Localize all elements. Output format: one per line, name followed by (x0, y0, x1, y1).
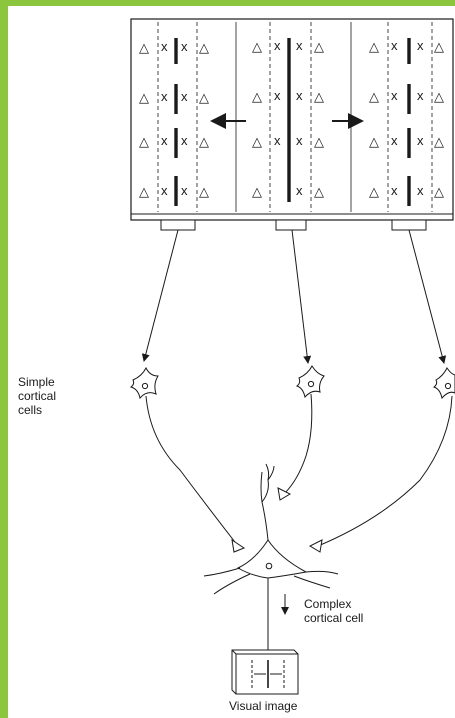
svg-text:x: x (161, 183, 168, 198)
simple-cells-label-line2: cortical (18, 389, 56, 403)
svg-text:△: △ (252, 90, 262, 105)
svg-text:△: △ (314, 135, 324, 150)
svg-text:x: x (391, 38, 398, 53)
svg-text:x: x (274, 133, 281, 148)
field-symbols-middle: △ x x △ △ x x △ △ x x △ △ x △ (252, 38, 324, 200)
simple-cell-middle (277, 364, 325, 501)
svg-text:△: △ (139, 91, 149, 106)
field-symbols-right: △ x x △ △ x x △ △ x x △ △ x x △ (369, 38, 444, 200)
svg-text:△: △ (199, 41, 209, 56)
svg-text:x: x (296, 183, 303, 198)
svg-text:△: △ (199, 135, 209, 150)
svg-text:△: △ (314, 90, 324, 105)
svg-text:△: △ (369, 135, 379, 150)
dashed-separators (157, 22, 433, 212)
complex-cell-label-line1: Complex (304, 597, 351, 611)
svg-text:△: △ (434, 135, 444, 150)
output-tab-middle (275, 219, 307, 231)
svg-text:x: x (417, 88, 424, 103)
svg-text:△: △ (434, 185, 444, 200)
svg-text:x: x (274, 38, 281, 53)
output-tab-left (160, 219, 196, 231)
simple-cells-label-line1: Simple (18, 375, 55, 389)
svg-text:△: △ (369, 90, 379, 105)
complex-cell-label-line2: cortical cell (304, 611, 363, 625)
svg-text:△: △ (139, 185, 149, 200)
svg-text:△: △ (199, 185, 209, 200)
simple-cell-right (308, 367, 455, 553)
svg-text:x: x (417, 38, 424, 53)
svg-text:x: x (274, 88, 281, 103)
svg-text:x: x (181, 39, 188, 54)
svg-text:x: x (161, 133, 168, 148)
svg-text:x: x (391, 183, 398, 198)
svg-text:△: △ (314, 185, 324, 200)
svg-text:△: △ (139, 41, 149, 56)
simple-cell-left (129, 366, 246, 553)
svg-text:x: x (296, 38, 303, 53)
projection-arrow-left (141, 229, 179, 362)
top-green-border (0, 0, 455, 6)
svg-text:△: △ (252, 40, 262, 55)
svg-text:x: x (181, 183, 188, 198)
svg-text:x: x (296, 133, 303, 148)
visual-image-box (231, 649, 299, 695)
svg-text:x: x (417, 183, 424, 198)
svg-text:x: x (161, 89, 168, 104)
receptive-field-box (130, 18, 454, 221)
svg-text:x: x (181, 133, 188, 148)
svg-text:x: x (391, 133, 398, 148)
svg-text:x: x (296, 88, 303, 103)
svg-text:x: x (391, 88, 398, 103)
simple-cells-label-line3: cells (18, 403, 42, 417)
projection-arrow-middle (291, 229, 312, 364)
left-green-border (0, 0, 8, 718)
svg-text:x: x (161, 39, 168, 54)
svg-text:△: △ (252, 135, 262, 150)
svg-text:△: △ (314, 40, 324, 55)
field-symbols-left: △ x x △ △ x x △ △ x x △ △ x x △ (139, 39, 209, 200)
svg-text:△: △ (369, 185, 379, 200)
svg-text:△: △ (199, 91, 209, 106)
svg-text:△: △ (434, 90, 444, 105)
svg-text:x: x (417, 133, 424, 148)
projection-arrow-right (408, 229, 447, 364)
svg-text:x: x (181, 89, 188, 104)
svg-text:△: △ (369, 40, 379, 55)
svg-text:△: △ (252, 185, 262, 200)
svg-text:△: △ (139, 135, 149, 150)
visual-image-label: Visual image (229, 699, 298, 713)
svg-text:△: △ (434, 40, 444, 55)
output-tab-right (391, 219, 427, 231)
box-bottom-edge (130, 213, 453, 220)
